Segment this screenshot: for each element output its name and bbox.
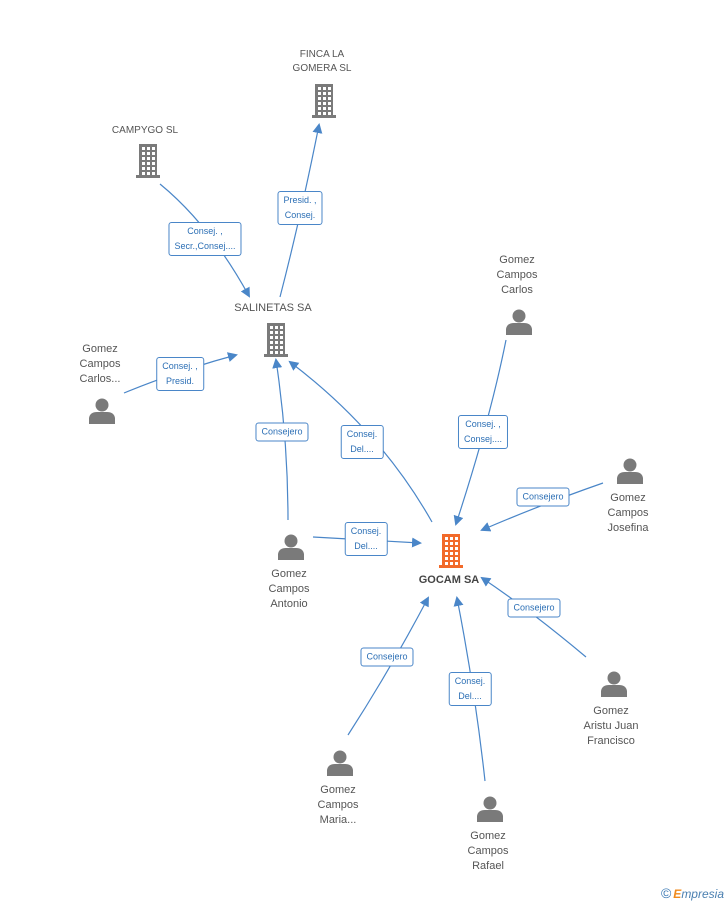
copyright-icon: © [660,885,672,901]
node-label-gc_josefina[interactable]: Gomez Campos Josefina [607,492,649,534]
node-label-gc_rafael[interactable]: Gomez Campos Rafael [467,830,509,872]
node-label-salinetas[interactable]: SALINETAS SA [234,302,312,314]
edge-gc_maria-to-gocam [347,596,429,736]
node-label-finca[interactable]: FINCA LA GOMERA SL [292,49,352,74]
person-icon-gc_josefina[interactable] [617,458,643,485]
footer-brand[interactable]: ©Empresia [661,885,724,901]
person-icon-gc_rafael[interactable] [477,796,503,823]
brand-name: mpresia [681,887,724,901]
edge-label-ga_juan-to-gocam[interactable]: Consejero [507,598,561,618]
person-icon-gc_carlos_dots[interactable] [89,398,115,425]
building-icon-campygo[interactable] [136,144,160,178]
edge-label-campygo-to-salinetas[interactable]: Consej. , Secr.,Consej.... [168,222,242,256]
edge-label-salinetas-to-finca[interactable]: Presid. , Consej. [277,191,323,225]
edge-label-gc_carlos_dots-to-salinetas[interactable]: Consej. , Presid. [156,357,204,391]
icons-layer [89,84,643,822]
edge-label-gc_rafael-to-gocam[interactable]: Consej. Del.... [448,672,492,706]
person-icon-gc_carlos[interactable] [506,309,532,336]
edge-ga_juan-to-gocam [480,576,587,658]
edge-label-gc_josefina-to-gocam[interactable]: Consejero [516,487,570,507]
edge-label-gocam-to-salinetas[interactable]: Consej. Del.... [340,425,384,459]
building-icon-salinetas[interactable] [264,323,288,357]
building-icon-finca[interactable] [312,84,336,118]
node-label-gc_carlos_dots[interactable]: Gomez Campos Carlos... [79,343,121,385]
person-icon-gc_antonio[interactable] [278,534,304,561]
node-label-ga_juan[interactable]: Gomez Aristu Juan Francisco [583,705,639,747]
node-label-gc_maria[interactable]: Gomez Campos Maria... [317,784,359,826]
edge-label-gc_carlos-to-gocam[interactable]: Consej. , Consej.... [457,415,509,449]
edge-label-gc_maria-to-gocam[interactable]: Consejero [360,647,414,667]
edge-label-gc_antonio-to-salinetas[interactable]: Consejero [255,422,309,442]
node-label-gocam[interactable]: GOCAM SA [418,574,480,586]
edge-label-gc_antonio-to-gocam[interactable]: Consej. Del.... [344,522,388,556]
node-label-gc_carlos[interactable]: Gomez Campos Carlos [496,254,538,296]
node-label-campygo[interactable]: CAMPYGO SL [111,125,179,136]
brand-initial: E [673,887,682,901]
node-label-gc_antonio[interactable]: Gomez Campos Antonio [268,568,310,610]
person-icon-gc_maria[interactable] [327,750,353,777]
building-icon-gocam[interactable] [439,534,463,568]
person-icon-ga_juan[interactable] [601,671,627,698]
